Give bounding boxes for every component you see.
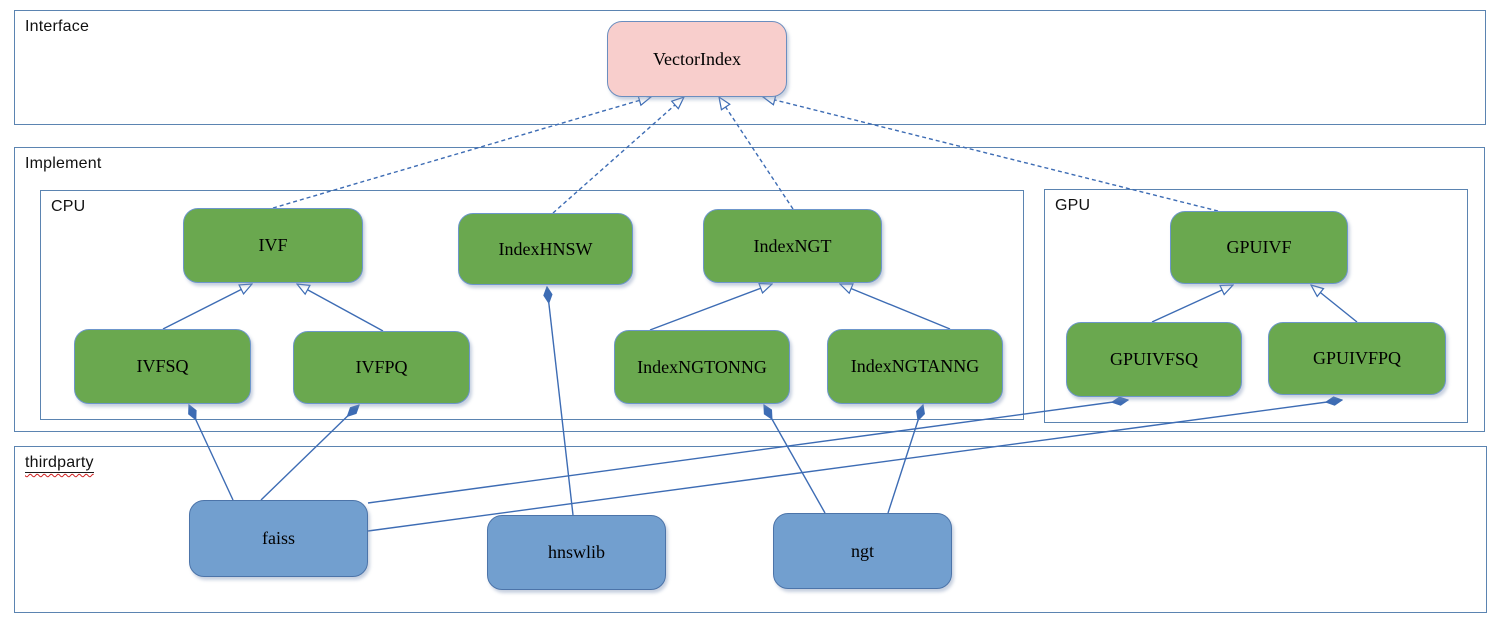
node-label-indexngt: IndexNGT (753, 235, 832, 256)
node-gpuivf[interactable]: GPUIVF (1170, 211, 1348, 284)
node-label-faiss: faiss (262, 528, 295, 548)
node-label-ivfsq: IVFSQ (136, 356, 189, 376)
node-label-indexngtanng: IndexNGTANNG (850, 356, 980, 376)
node-faiss[interactable]: faiss (189, 500, 368, 577)
node-label-gpuivfpq: GPUIVFPQ (1312, 348, 1402, 368)
node-indexhnsw[interactable]: IndexHNSW (458, 213, 633, 285)
node-ivf[interactable]: IVF (183, 208, 363, 283)
node-ivfpq[interactable]: IVFPQ (293, 331, 470, 404)
node-label-ivfpq: IVFPQ (355, 357, 408, 377)
node-label-ngt: ngt (850, 540, 874, 561)
container-label-implement: Implement (25, 155, 102, 172)
node-label-gpuivf: GPUIVF (1226, 237, 1292, 257)
node-vectorindex[interactable]: VectorIndex (607, 21, 787, 97)
node-indexngtonng[interactable]: IndexNGTONNG (614, 330, 790, 404)
node-label-vectorindex: VectorIndex (653, 48, 741, 69)
node-ngt[interactable]: ngt (773, 513, 952, 589)
node-hnswlib[interactable]: hnswlib (487, 515, 666, 590)
node-gpuivfsq[interactable]: GPUIVFSQ (1066, 322, 1242, 397)
node-label-indexngtonng: IndexNGTONNG (637, 356, 767, 377)
container-label-text-thirdparty: thirdparty (25, 454, 94, 473)
node-label-ivf: IVF (258, 235, 288, 255)
node-gpuivfpq[interactable]: GPUIVFPQ (1268, 322, 1446, 395)
node-ivfsq[interactable]: IVFSQ (74, 329, 251, 404)
container-label-cpu: CPU (51, 198, 86, 215)
node-indexngtanng[interactable]: IndexNGTANNG (827, 329, 1003, 404)
node-label-hnswlib: hnswlib (547, 542, 605, 562)
container-label-gpu: GPU (1055, 197, 1091, 214)
container-label-thirdparty: thirdparty (25, 454, 94, 473)
node-label-indexhnsw: IndexHNSW (498, 238, 593, 259)
node-label-gpuivfsq: GPUIVFSQ (1109, 349, 1199, 369)
container-label-interface: Interface (25, 18, 90, 35)
node-indexngt[interactable]: IndexNGT (703, 209, 882, 283)
